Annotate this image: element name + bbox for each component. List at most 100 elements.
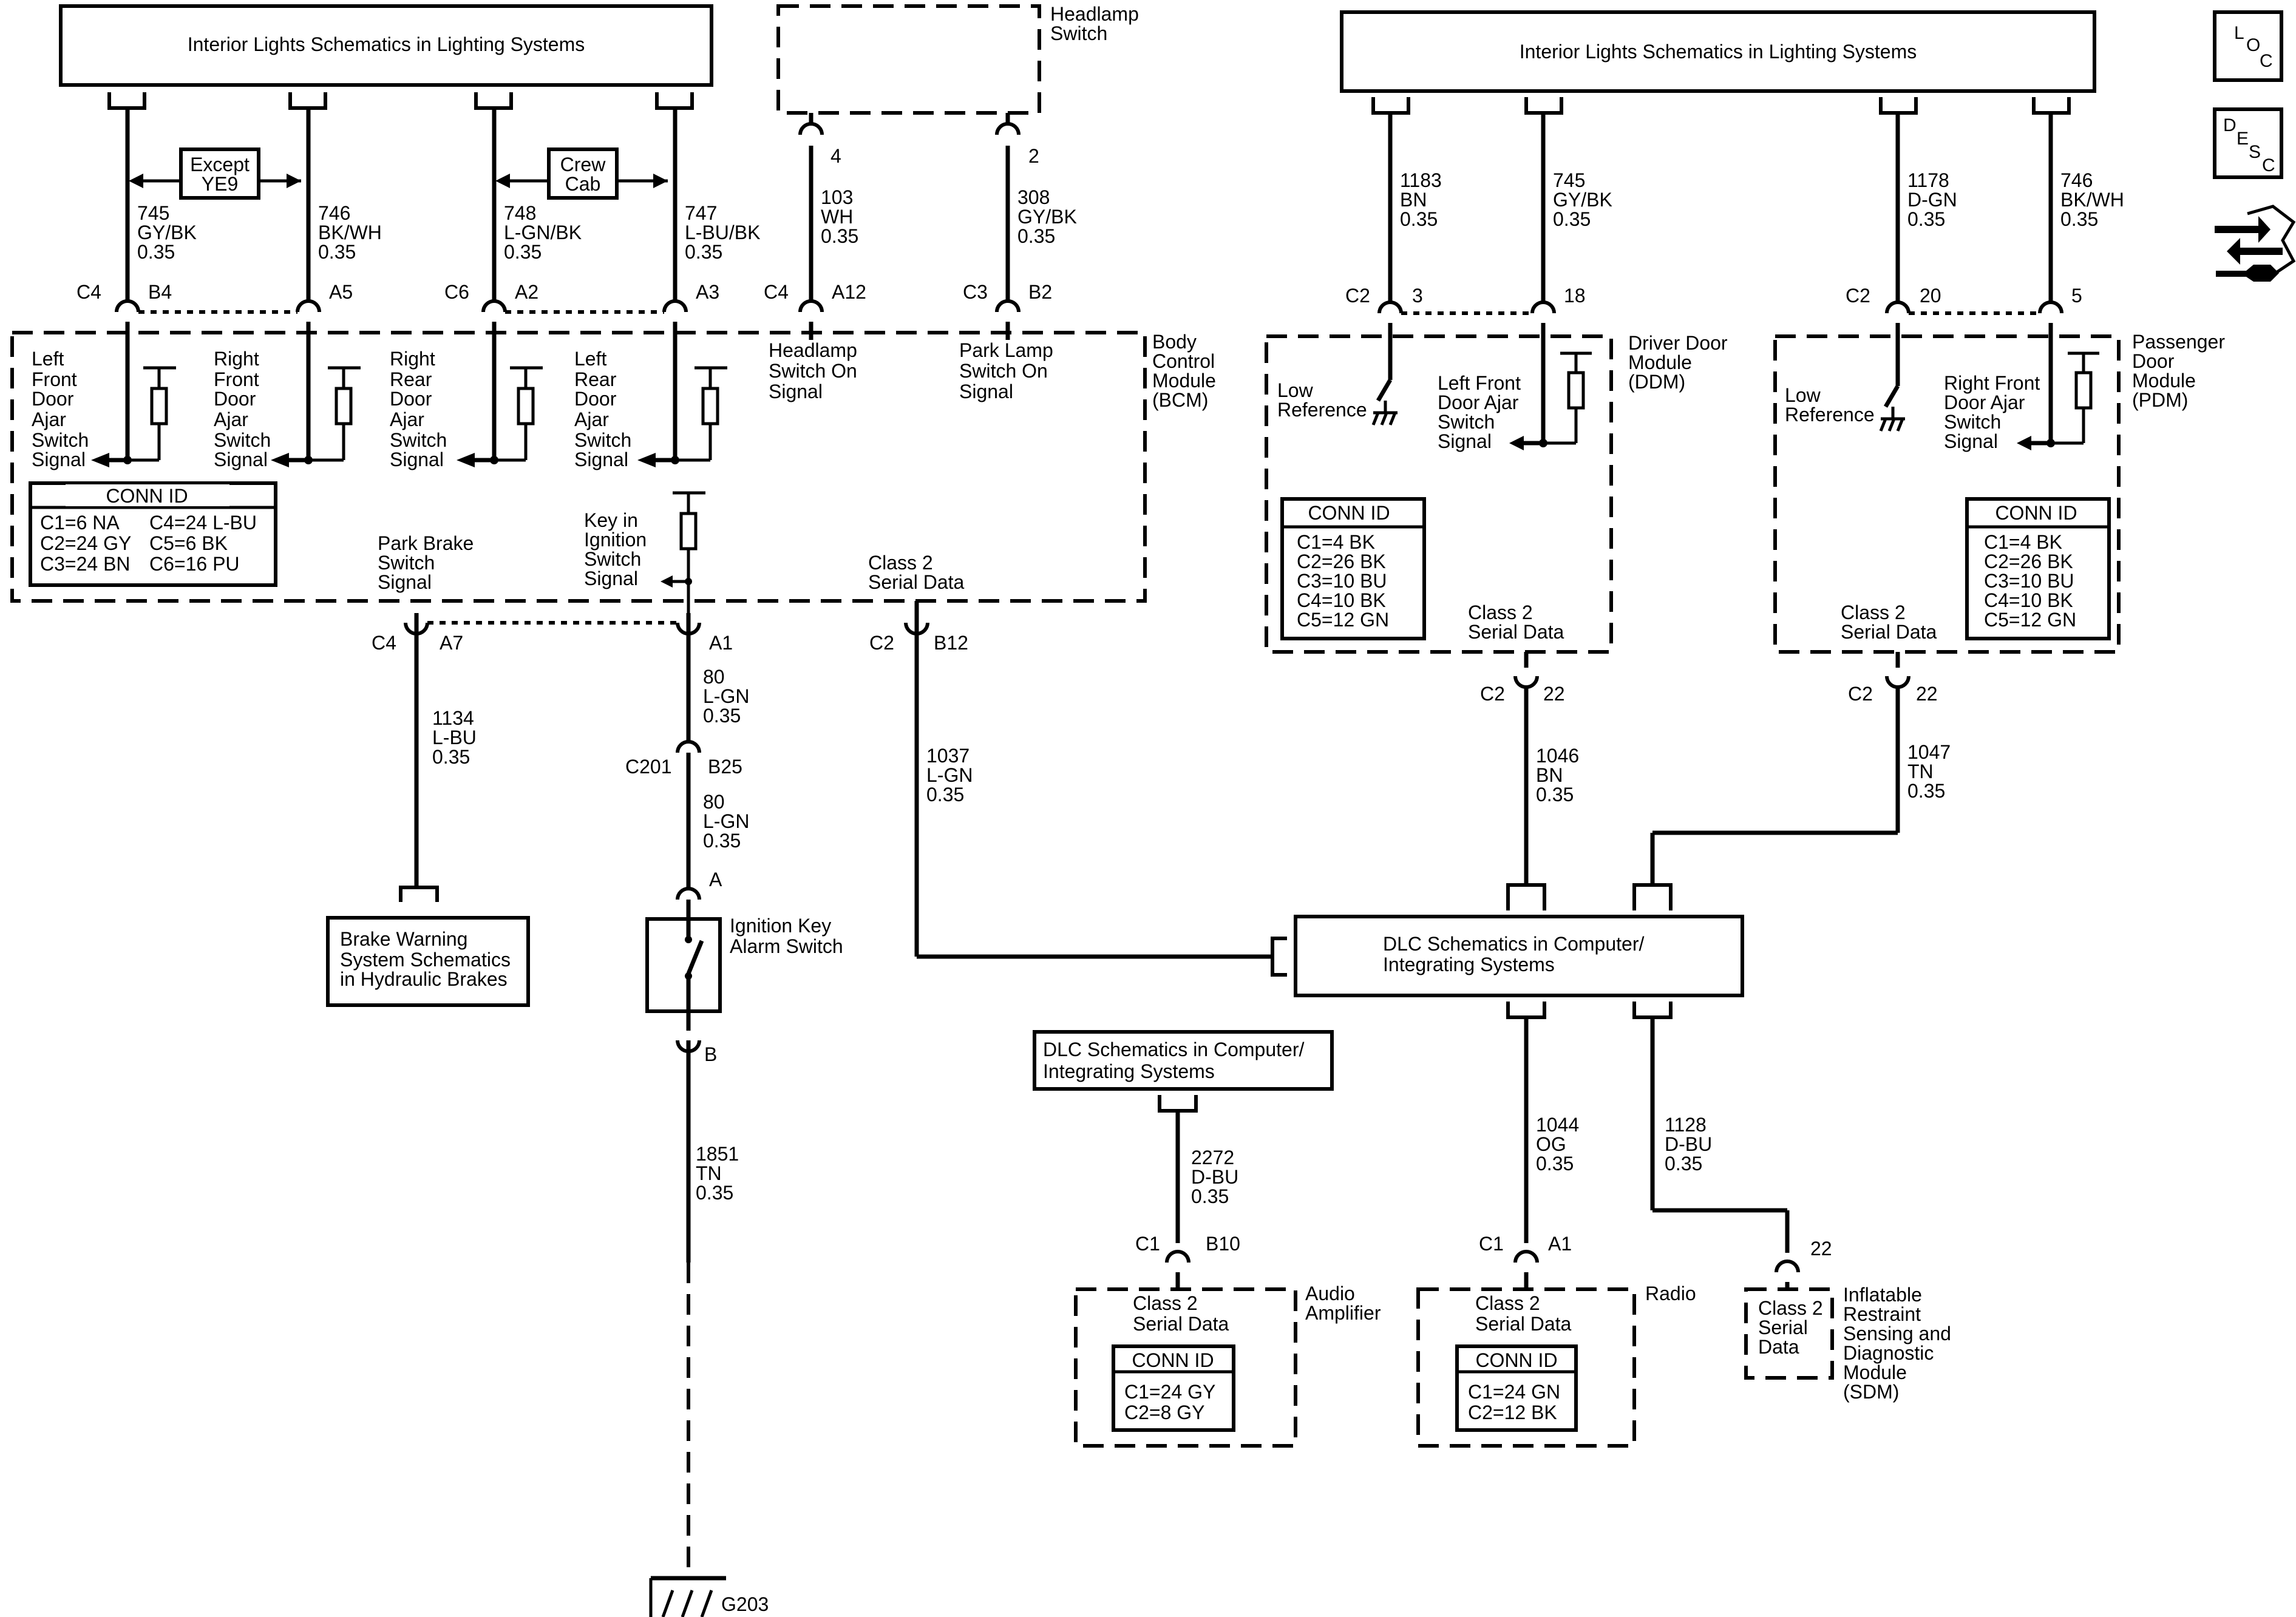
svg-text:Signal: Signal <box>378 571 432 593</box>
desc-icon[interactable]: D E S C <box>2213 107 2283 179</box>
svg-text:O: O <box>2246 35 2260 55</box>
ddm-internal: Low Reference Left Front Door Ajar Switc… <box>1277 323 1592 643</box>
interior-lights-box-left[interactable]: Interior Lights Schematics in Lighting S… <box>59 4 713 87</box>
svg-text:A3: A3 <box>696 281 719 303</box>
svg-text:22: 22 <box>1916 683 1938 705</box>
svg-text:Switch: Switch <box>574 429 631 451</box>
svg-text:1851: 1851 <box>696 1143 739 1165</box>
svg-text:Door Ajar: Door Ajar <box>1438 392 1519 413</box>
svg-text:L-GN: L-GN <box>703 685 749 707</box>
svg-text:C4: C4 <box>372 632 396 654</box>
svg-text:Low: Low <box>1785 384 1821 406</box>
svg-text:C4=10 BK: C4=10 BK <box>1297 589 1386 611</box>
svg-text:0.35: 0.35 <box>696 1182 733 1204</box>
svg-text:748: 748 <box>504 202 536 224</box>
svg-text:Signal: Signal <box>1438 430 1492 452</box>
svg-text:Ajar: Ajar <box>574 408 609 430</box>
svg-text:C2: C2 <box>1480 683 1505 705</box>
svg-text:Ignition Key: Ignition Key <box>730 915 831 937</box>
svg-text:0.35: 0.35 <box>1536 1153 1574 1175</box>
svg-text:Serial Data: Serial Data <box>1133 1313 1229 1335</box>
svg-text:1178: 1178 <box>1907 169 1949 191</box>
svg-text:0.35: 0.35 <box>703 705 741 727</box>
bcm-bottom-signals: Park Brake Switch Signal Key in Ignition… <box>378 491 965 613</box>
svg-text:B10: B10 <box>1206 1233 1240 1255</box>
svg-text:Class 2: Class 2 <box>1133 1292 1198 1314</box>
svg-text:Serial Data: Serial Data <box>1475 1313 1572 1335</box>
ground-g203: G203 <box>721 1593 769 1615</box>
svg-text:Driver Door: Driver Door <box>1628 332 1728 354</box>
svg-text:Door: Door <box>2132 350 2175 372</box>
svg-text:D-BU: D-BU <box>1665 1133 1712 1155</box>
svg-text:C3=10 BU: C3=10 BU <box>1297 570 1387 592</box>
svg-text:GY/BK: GY/BK <box>1017 206 1077 228</box>
svg-text:5: 5 <box>2071 285 2082 307</box>
svg-text:C2=26 BK: C2=26 BK <box>1297 551 1386 572</box>
svg-text:Park Lamp: Park Lamp <box>959 339 1053 361</box>
bcm-conn-id-table: CONN ID C1=6 NA C2=24 GY C3=24 BN C4=24 … <box>29 481 277 587</box>
svg-text:0.35: 0.35 <box>1017 225 1055 247</box>
svg-text:BK/WH: BK/WH <box>318 222 382 243</box>
brake-warning-box[interactable]: Brake Warning System Schematics in Hydra… <box>326 916 530 1007</box>
svg-text:Ajar: Ajar <box>390 408 424 430</box>
dlc-main-box[interactable]: DLC Schematics in Computer/ Integrating … <box>1294 883 1744 1019</box>
svg-text:1046: 1046 <box>1536 745 1579 767</box>
svg-text:TN: TN <box>1907 761 1934 782</box>
wire-1044: 1044 OG 0.35 C1 A1 <box>1479 1017 1579 1263</box>
svg-text:Audio: Audio <box>1305 1283 1355 1304</box>
svg-text:A12: A12 <box>832 281 866 303</box>
ddm-module: Driver Door Module (DDM) <box>1265 332 1728 654</box>
svg-text:Right: Right <box>390 348 435 370</box>
svg-text:C2=8 GY: C2=8 GY <box>1124 1402 1205 1423</box>
svg-text:4: 4 <box>830 145 841 167</box>
svg-text:Signal: Signal <box>32 449 86 470</box>
svg-text:L-GN: L-GN <box>703 810 749 832</box>
svg-text:Brake Warning: Brake Warning <box>340 928 467 950</box>
ddm-conn-id-table: CONN ID C1=4 BK C2=26 BK C3=10 BU C4=10 … <box>1280 497 1426 640</box>
connector-tool-icon[interactable] <box>2215 205 2296 282</box>
svg-text:Headlamp: Headlamp <box>1050 3 1139 25</box>
svg-text:C2=12 BK: C2=12 BK <box>1468 1402 1557 1423</box>
svg-text:Rear: Rear <box>574 368 617 390</box>
svg-text:Switch: Switch <box>390 429 447 451</box>
option-except-ye9: Except YE9 <box>129 147 301 200</box>
svg-text:A1: A1 <box>709 632 733 654</box>
svg-text:in Hydraulic Brakes: in Hydraulic Brakes <box>340 968 508 990</box>
svg-text:0.35: 0.35 <box>432 746 470 768</box>
sdm-module: Class 2 Serial Data Inflatable Restraint… <box>1744 1282 1951 1403</box>
interior-lights-box-right[interactable]: Interior Lights Schematics in Lighting S… <box>1340 10 2096 93</box>
svg-text:0.35: 0.35 <box>137 241 175 263</box>
svg-text:BN: BN <box>1536 764 1563 786</box>
option-crew-cab: Crew Cab <box>495 147 668 200</box>
loc-icon[interactable]: L O C <box>2213 10 2283 82</box>
wire-1851-ground: B 1851 TN 0.35 G203 <box>649 1026 769 1617</box>
svg-text:0.35: 0.35 <box>703 830 741 852</box>
svg-text:0.35: 0.35 <box>685 241 722 263</box>
svg-text:C201: C201 <box>625 756 672 778</box>
svg-text:C4=10 BK: C4=10 BK <box>1984 589 2073 611</box>
svg-text:BN: BN <box>1400 189 1427 211</box>
svg-text:1047: 1047 <box>1907 741 1951 763</box>
svg-text:Signal: Signal <box>390 449 444 470</box>
svg-text:746: 746 <box>318 202 350 224</box>
ignition-key-alarm-switch: Ignition Key Alarm Switch <box>645 900 843 1026</box>
svg-text:0.35: 0.35 <box>1907 208 1945 230</box>
svg-text:Switch: Switch <box>1944 411 2001 433</box>
svg-text:Switch: Switch <box>32 429 89 451</box>
svg-text:C2: C2 <box>1846 285 1870 307</box>
svg-text:103: 103 <box>821 186 853 208</box>
svg-text:Left: Left <box>32 348 64 370</box>
pdm-bottom-wire: C2 22 1047 TN 0.35 <box>1650 652 1951 885</box>
svg-text:1128: 1128 <box>1665 1114 1707 1136</box>
svg-text:Class 2: Class 2 <box>1475 1292 1540 1314</box>
svg-text:C6=16 PU: C6=16 PU <box>149 553 240 575</box>
svg-text:L-BU/BK: L-BU/BK <box>685 222 760 243</box>
svg-text:0.35: 0.35 <box>318 241 356 263</box>
dlc-small-box[interactable]: DLC Schematics in Computer/ Integrating … <box>1033 1030 1334 1113</box>
svg-text:80: 80 <box>703 666 725 688</box>
svg-text:Signal: Signal <box>1944 430 1998 452</box>
svg-text:20: 20 <box>1920 285 1941 307</box>
svg-text:C: C <box>2262 155 2275 175</box>
svg-text:DLC Schematics in Computer/: DLC Schematics in Computer/ <box>1383 933 1644 955</box>
svg-text:Module: Module <box>1152 370 1216 392</box>
